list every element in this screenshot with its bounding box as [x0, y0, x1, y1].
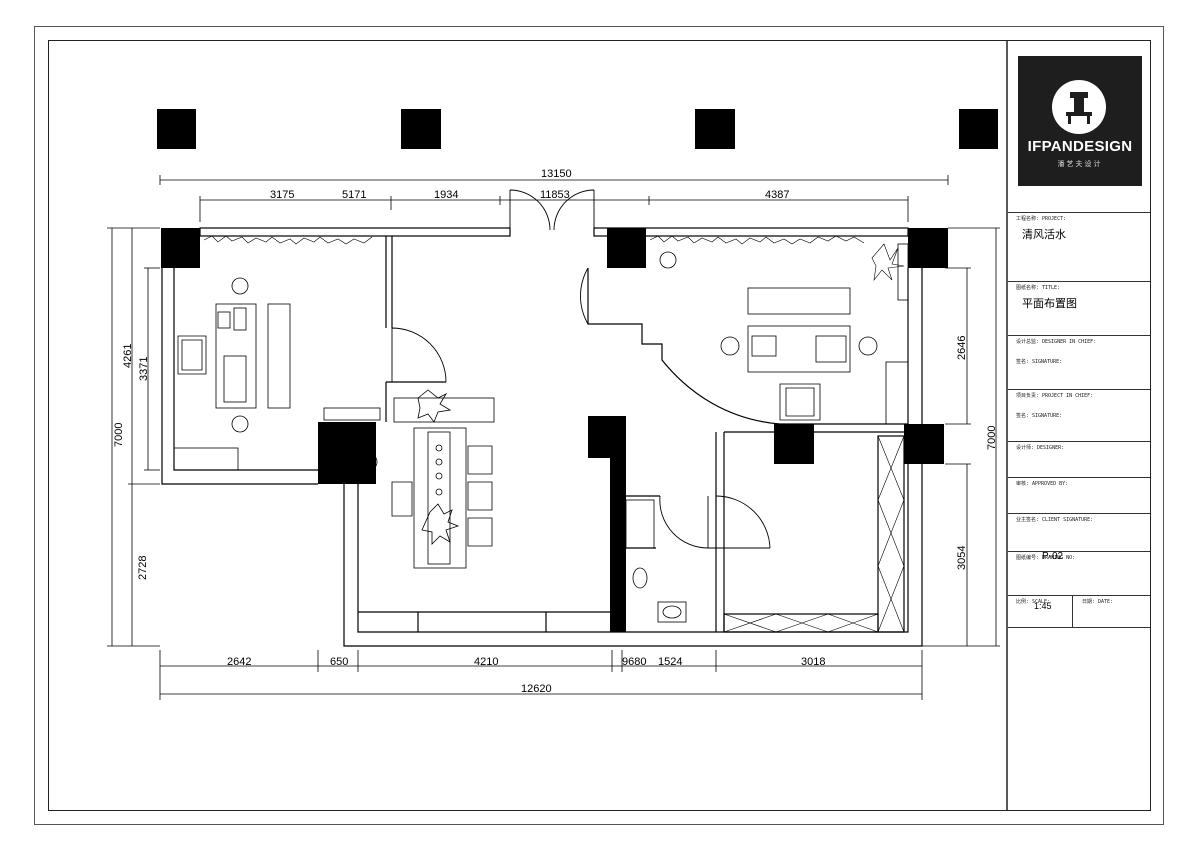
dim-bottom-d: 9680	[622, 656, 646, 668]
column	[695, 109, 735, 149]
pm-cell: 项目负责: PROJECT IN CHIEF: 签名: SIGNATURE:	[1008, 390, 1150, 442]
meeting-table	[323, 389, 495, 569]
designer-cell: 设计总监: DESIGNER IN CHIEF: 签名: SIGNATURE:	[1008, 336, 1150, 390]
dim-left-c: 2728	[137, 556, 149, 580]
approved-cell: 审核: APPROVED BY:	[1008, 478, 1150, 514]
signature-label: 签名: SIGNATURE:	[1016, 413, 1063, 419]
drawing-outer-frame	[34, 26, 1164, 825]
dim-top-c: 1934	[434, 189, 458, 201]
approved-label: 审核: APPROVED BY:	[1016, 481, 1069, 487]
drawing-no-cell: 图纸编号: DRAWING NO: P-02	[1008, 551, 1150, 596]
drawing-no: P-02	[1042, 551, 1064, 562]
signature-label: 签名: SIGNATURE:	[1016, 359, 1063, 365]
scale-label: 比例: SCALE:	[1016, 599, 1051, 605]
project-name: 清风活水	[1022, 229, 1066, 241]
designer-label: 设计总监: DESIGNER IN CHIEF:	[1016, 339, 1097, 345]
column	[904, 424, 944, 464]
dim-bottom-e: 1524	[658, 656, 682, 668]
project-name-cell: 工程名称: PROJECT: 清风活水	[1008, 212, 1150, 282]
bathroom-fixtures	[625, 499, 687, 623]
dim-top-d: 11853	[540, 189, 570, 201]
dim-right-b: 3054	[956, 546, 968, 570]
column	[401, 109, 441, 149]
designer2-label: 设计师: DESIGNER:	[1016, 445, 1065, 451]
column	[157, 109, 196, 149]
dim-top-b: 5171	[342, 189, 366, 201]
client-label: 业主签名: CLIENT SIGNATURE:	[1016, 517, 1094, 523]
scale-date-cell: 比例: SCALE: 1:45 日期: DATE:	[1008, 596, 1150, 628]
left-office-furniture	[173, 277, 291, 471]
client-cell: 业主签名: CLIENT SIGNATURE:	[1008, 514, 1150, 552]
column	[607, 228, 646, 268]
title-label: 图纸名称: TITLE:	[1016, 285, 1061, 291]
scale-value: 1:45	[1034, 601, 1052, 611]
dim-bottom-overall: 12620	[521, 683, 552, 695]
logo-subtext: 潘艺夫设计	[1057, 161, 1103, 168]
designer2-cell: 设计师: DESIGNER:	[1008, 442, 1150, 478]
logo-text: IFPANDESIGN	[1027, 138, 1133, 155]
column	[588, 416, 624, 458]
dim-left-b: 3371	[138, 357, 150, 381]
right-dimensions	[922, 227, 1000, 647]
project-label: 工程名称: PROJECT:	[1016, 216, 1067, 222]
dim-top-overall: 13150	[541, 168, 572, 180]
dim-bottom-b: 650	[330, 656, 348, 668]
column	[908, 228, 948, 268]
storage-cabinets	[723, 435, 905, 633]
dim-right-a: 2646	[956, 336, 968, 360]
dim-bottom-a: 2642	[227, 656, 251, 668]
column	[161, 228, 200, 268]
drawing-inner-frame	[48, 40, 1151, 811]
drawing-title: 平面布置图	[1022, 298, 1077, 310]
column	[959, 109, 998, 149]
dim-left-overall: 7000	[113, 423, 125, 447]
top-dimensions	[159, 175, 949, 222]
drawing-title-cell: 图纸名称: TITLE: 平面布置图	[1008, 282, 1150, 336]
dim-bottom-c: 4210	[474, 656, 498, 668]
dim-right-overall: 7000	[986, 426, 998, 450]
column	[774, 424, 814, 464]
pm-label: 项目负责: PROJECT IN CHIEF:	[1016, 393, 1094, 399]
dim-left-a: 4261	[122, 344, 134, 368]
doors	[391, 189, 771, 549]
dim-top-e: 4387	[765, 189, 789, 201]
dim-top-a: 3175	[270, 189, 294, 201]
logo-emblem-icon	[1052, 80, 1106, 134]
left-dimensions	[107, 227, 160, 647]
dim-bottom-f: 3018	[801, 656, 825, 668]
company-logo: IFPANDESIGN 潘艺夫设计	[1018, 56, 1142, 186]
planter-row	[203, 235, 905, 282]
column	[318, 422, 376, 484]
date-label: 日期: DATE:	[1082, 599, 1114, 605]
drawing-no-label: 图纸编号: DRAWING NO:	[1016, 555, 1076, 561]
bottom-dimensions	[159, 650, 923, 700]
right-office-furniture	[659, 243, 909, 425]
solid-partition	[610, 416, 626, 632]
